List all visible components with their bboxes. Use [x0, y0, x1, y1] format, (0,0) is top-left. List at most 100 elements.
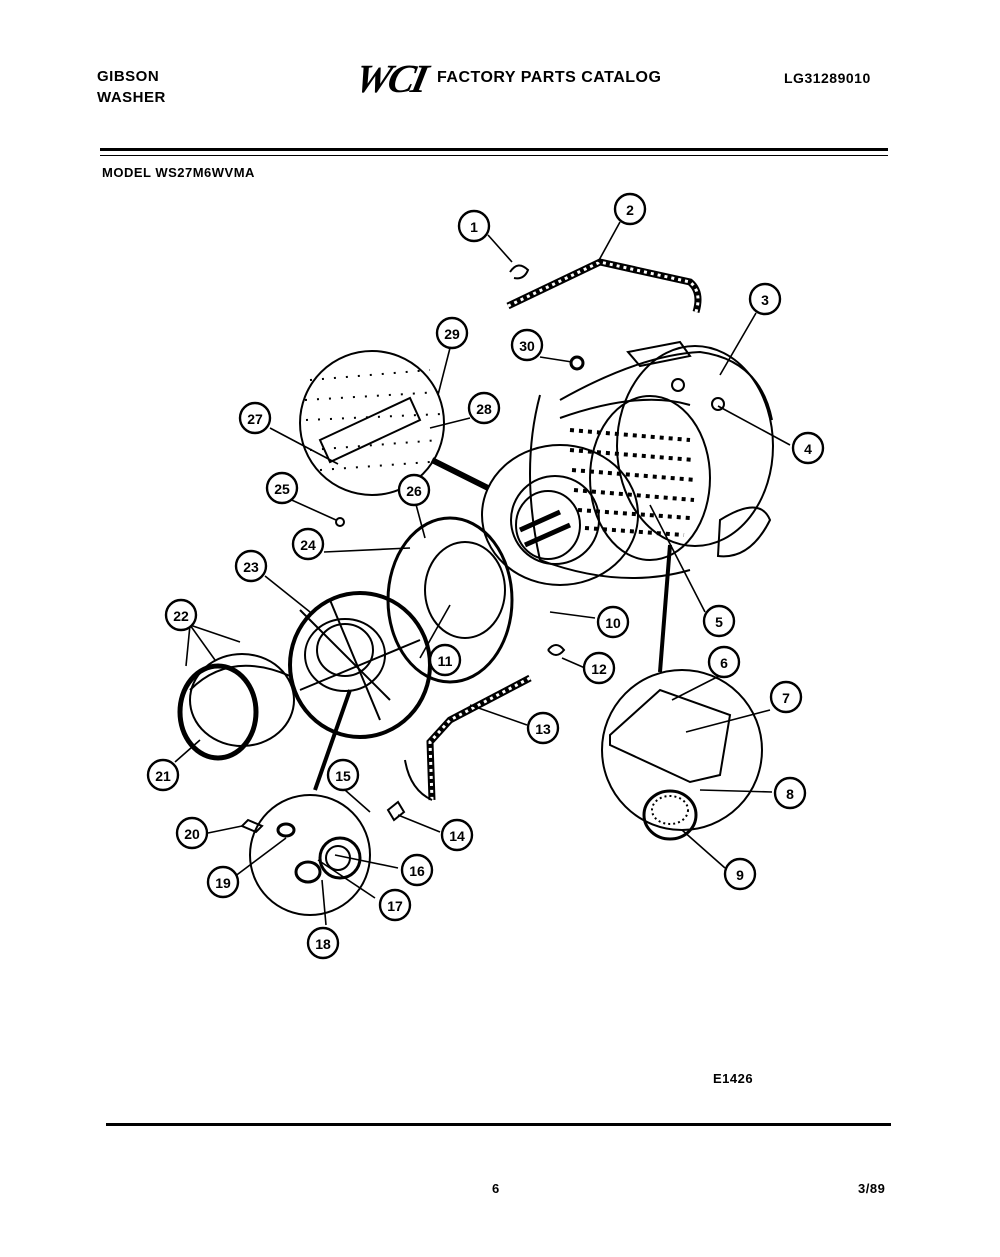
- callout-circle: [428, 643, 462, 677]
- callout-number: 8: [786, 786, 794, 802]
- catalog-date: 3/89: [858, 1181, 886, 1196]
- callout-16: 16: [400, 853, 434, 887]
- model-label: MODEL WS27M6WVMA: [102, 165, 255, 180]
- callout-number: 10: [605, 615, 621, 631]
- callout-circle: [702, 604, 736, 638]
- inner-basket: [559, 395, 711, 561]
- callout-circle: [234, 549, 268, 583]
- callout-1: 1: [457, 209, 491, 243]
- callout-number: 22: [173, 608, 189, 624]
- catalog-title: FACTORY PARTS CATALOG: [437, 69, 662, 86]
- footer-rule: [106, 1123, 891, 1126]
- callout-22: 22: [164, 598, 198, 632]
- callout-5: 5: [702, 604, 736, 638]
- callout-number: 19: [215, 875, 231, 891]
- callout-number: 5: [715, 614, 723, 630]
- drain-hose: [426, 674, 532, 801]
- callout-number: 13: [535, 721, 551, 737]
- callout-number: 2: [626, 202, 634, 218]
- callout-2: 2: [613, 192, 647, 226]
- callout-circle: [510, 328, 544, 362]
- callout-20: 20: [175, 816, 209, 850]
- callout-number: 17: [387, 898, 403, 914]
- door-seal: [177, 653, 295, 761]
- callout-27: 27: [238, 401, 272, 435]
- callout-number: 14: [449, 828, 465, 844]
- callout-circle: [175, 816, 209, 850]
- leader-lifter: [430, 457, 490, 491]
- callout-circle: [326, 758, 360, 792]
- tub-bracket: [716, 506, 772, 558]
- callout-circle: [146, 758, 180, 792]
- drum-front: [481, 444, 639, 586]
- figure-id: E1426: [713, 1071, 754, 1086]
- callout-17: 17: [378, 888, 412, 922]
- callout-25: 25: [265, 471, 299, 505]
- callout-29: 29: [435, 316, 469, 350]
- callout-number: 28: [476, 401, 492, 417]
- callout-26: 26: [397, 473, 431, 507]
- callout-circle: [707, 645, 741, 679]
- callout-30: 30: [510, 328, 544, 362]
- callout-circle: [526, 711, 560, 745]
- callout-10: 10: [596, 605, 630, 639]
- pump-detail-inset: [240, 794, 371, 916]
- callout-circle: [596, 605, 630, 639]
- callout-13: 13: [526, 711, 560, 745]
- callout-24: 24: [291, 527, 325, 561]
- callout-circle: [435, 316, 469, 350]
- callout-number: 26: [406, 483, 422, 499]
- callout-circle: [748, 282, 782, 316]
- callout-number: 27: [247, 411, 263, 427]
- callout-21: 21: [146, 758, 180, 792]
- header-rule-thin: [100, 155, 888, 156]
- callout-11: 11: [428, 643, 462, 677]
- callout-number: 30: [519, 338, 535, 354]
- callout-circle: [206, 865, 240, 899]
- callout-number: 11: [438, 653, 453, 669]
- callout-circle: [265, 471, 299, 505]
- callout-circle: [582, 651, 616, 685]
- ring-spokes: [299, 599, 421, 721]
- clip-14: [386, 800, 406, 822]
- top-bracket: [626, 340, 692, 368]
- callout-circle: [440, 818, 474, 852]
- callout-number: 18: [315, 936, 331, 952]
- callout-circle: [306, 926, 340, 960]
- leader-lines: [174, 221, 791, 926]
- callout-circle: [613, 192, 647, 226]
- callout-number: 25: [274, 481, 290, 497]
- header-rule-thick: [100, 148, 888, 151]
- callout-circle: [467, 391, 501, 425]
- callout-19: 19: [206, 865, 240, 899]
- callout-circle: [238, 401, 272, 435]
- callout-circle: [723, 857, 757, 891]
- inlet-hose: [506, 258, 702, 314]
- callout-number: 3: [761, 292, 769, 308]
- callout-18: 18: [306, 926, 340, 960]
- door-ring: [424, 541, 506, 639]
- callout-8: 8: [773, 776, 807, 810]
- callout-12: 12: [582, 651, 616, 685]
- callout-circle: [773, 776, 807, 810]
- screw-25: [335, 517, 345, 527]
- callout-circle: [400, 853, 434, 887]
- callout-3: 3: [748, 282, 782, 316]
- callout-6: 6: [707, 645, 741, 679]
- page-number: 6: [492, 1181, 500, 1196]
- brand-name: GIBSON: [97, 68, 160, 85]
- callout-number: 1: [470, 219, 478, 235]
- callout-23: 23: [234, 549, 268, 583]
- callout-15: 15: [326, 758, 360, 792]
- callout-number: 12: [591, 661, 607, 677]
- outer-tub: [529, 345, 774, 579]
- callout-number: 4: [804, 441, 812, 457]
- callout-number: 20: [184, 826, 200, 842]
- callout-number: 24: [300, 537, 316, 553]
- fastener-30: [569, 355, 585, 371]
- callout-number: 7: [782, 690, 790, 706]
- clamp-12: [547, 644, 566, 656]
- callout-number: 16: [409, 863, 425, 879]
- document-id: LG31289010: [784, 70, 871, 86]
